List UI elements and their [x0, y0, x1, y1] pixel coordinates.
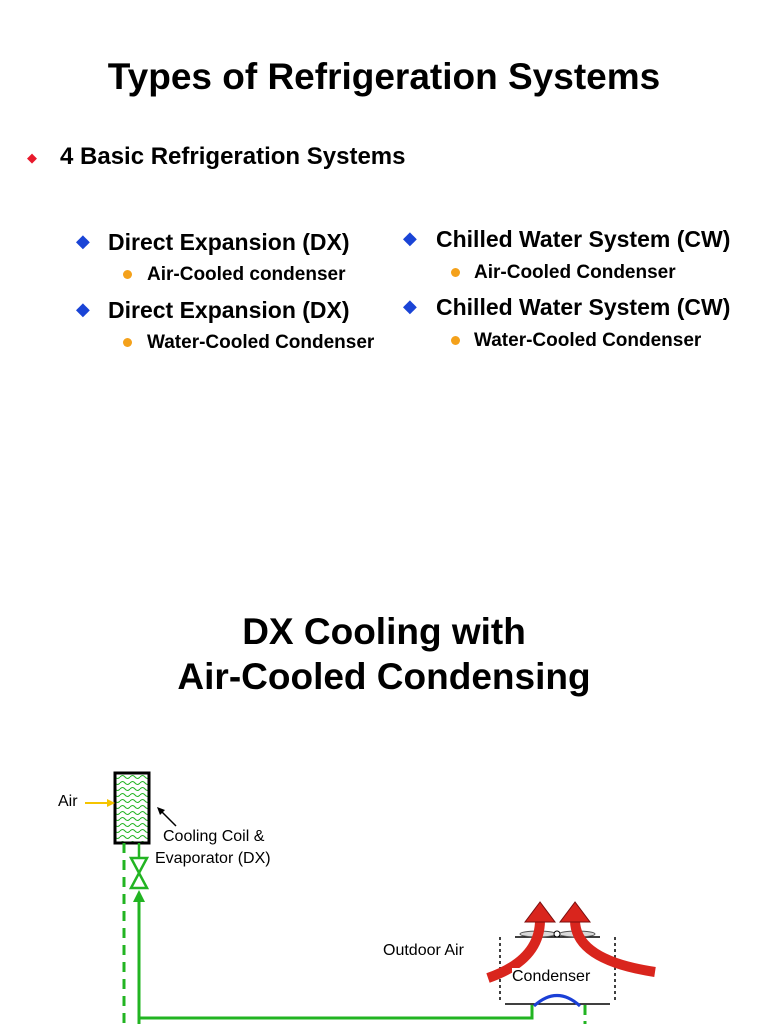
coil-pointer-arrow-icon [157, 807, 177, 827]
expansion-valve-icon [128, 843, 150, 890]
slide2-title-line1: DX Cooling with [242, 611, 526, 652]
condenser-label: Condenser [512, 968, 591, 986]
orange-dot-bullet-icon [123, 338, 132, 347]
coil-label-line2: Evaporator (DX) [155, 850, 271, 867]
right-sub-1: Air-Cooled Condenser [474, 262, 676, 283]
right-heading-2: Chilled Water System (CW) [436, 294, 731, 320]
left-sub-1: Air-Cooled condenser [147, 264, 346, 285]
main-bullet-text: 4 Basic Refrigeration Systems [60, 143, 406, 170]
orange-dot-bullet-icon [451, 268, 460, 277]
red-diamond-bullet-icon: ◆ [27, 150, 37, 165]
air-label: Air [58, 793, 78, 810]
orange-dot-bullet-icon [123, 270, 132, 279]
slide2-title-line2: Air-Cooled Condensing [177, 656, 591, 697]
condenser-fan-arc-icon [532, 994, 582, 1008]
cooling-coil-icon [113, 771, 151, 845]
air-arrow-icon [85, 799, 115, 807]
coil-label-line1: Cooling Coil & [163, 828, 265, 845]
slide1-title: Types of Refrigeration Systems [107, 56, 661, 97]
liquid-line [133, 890, 587, 1024]
blue-diamond-bullet-icon: ◆ [76, 231, 90, 251]
outdoor-air-arrows-icon [486, 901, 656, 983]
blue-diamond-bullet-icon: ◆ [403, 228, 417, 248]
blue-diamond-bullet-icon: ◆ [76, 299, 90, 319]
left-heading-1: Direct Expansion (DX) [108, 229, 350, 255]
right-sub-2: Water-Cooled Condenser [474, 330, 702, 351]
blue-diamond-bullet-icon: ◆ [403, 296, 417, 316]
left-sub-2: Water-Cooled Condenser [147, 332, 375, 353]
left-heading-2: Direct Expansion (DX) [108, 297, 350, 323]
orange-dot-bullet-icon [451, 336, 460, 345]
outdoor-air-label: Outdoor Air [383, 942, 464, 959]
right-heading-1: Chilled Water System (CW) [436, 226, 731, 252]
